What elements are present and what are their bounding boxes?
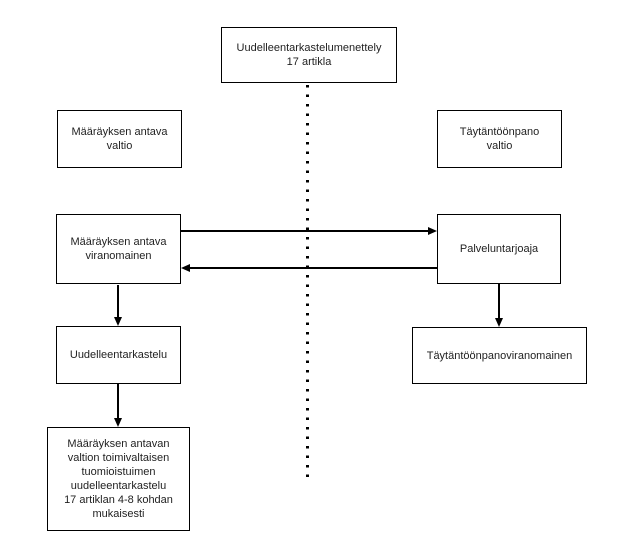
node-executing-authority: Täytäntöönpanoviranomainen <box>412 327 587 384</box>
node-executing-state-label: Täytäntöönpano valtio <box>459 126 540 152</box>
arrowhead-left-icon <box>181 263 190 272</box>
node-service-provider-label: Palveluntarjoaja <box>459 243 539 255</box>
arrow-service-provider-to-issuing-authority <box>188 267 437 269</box>
node-service-provider: Palveluntarjoaja <box>437 214 561 284</box>
arrow-issuing-authority-to-service-provider <box>181 230 430 232</box>
node-court-review: Määräyksen antavan valtion toimivaltaise… <box>47 427 190 531</box>
node-issuing-state: Määräyksen antava valtio <box>57 110 182 168</box>
node-review-label: Uudelleentarkastelu <box>69 349 168 361</box>
node-issuing-authority: Määräyksen antava viranomainen <box>56 214 181 284</box>
node-issuing-state-label: Määräyksen antava valtio <box>71 126 168 152</box>
arrowhead-down-icon <box>113 317 122 326</box>
node-executing-state: Täytäntöönpano valtio <box>437 110 562 168</box>
node-review-procedure-label: Uudelleentarkastelumenettely 17 artikla <box>236 42 382 68</box>
arrowhead-right-icon <box>428 226 437 235</box>
arrowhead-down-icon <box>113 418 122 427</box>
node-review-procedure: Uudelleentarkastelumenettely 17 artikla <box>221 27 397 83</box>
node-review: Uudelleentarkastelu <box>56 326 181 384</box>
dotted-divider-line <box>306 85 309 483</box>
node-court-review-label: Määräyksen antavan valtion toimivaltaise… <box>64 438 173 520</box>
arrow-service-provider-to-executing-authority <box>498 284 500 320</box>
arrowhead-down-icon <box>494 318 503 327</box>
arrow-issuing-authority-to-review <box>117 285 119 319</box>
arrow-review-to-court-review <box>117 384 119 420</box>
node-executing-authority-label: Täytäntöönpanoviranomainen <box>426 349 573 362</box>
node-issuing-authority-label: Määräyksen antava viranomainen <box>70 236 167 262</box>
